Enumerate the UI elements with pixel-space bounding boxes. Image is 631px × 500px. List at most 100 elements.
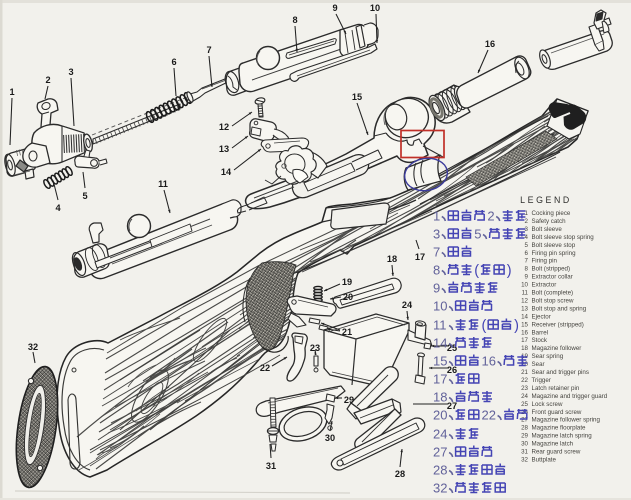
svg-text:(: ( bbox=[474, 263, 479, 279]
svg-text:20: 20 bbox=[343, 292, 353, 302]
svg-text:Bolt sleeve stop spring: Bolt sleeve stop spring bbox=[532, 234, 595, 241]
svg-text:Bolt (stripped): Bolt (stripped) bbox=[532, 266, 571, 273]
svg-text:20: 20 bbox=[433, 408, 447, 423]
svg-text:25: 25 bbox=[447, 343, 457, 353]
svg-text:11: 11 bbox=[158, 179, 168, 189]
svg-text:2: 2 bbox=[45, 75, 50, 85]
svg-text:1: 1 bbox=[9, 87, 14, 97]
svg-text:4: 4 bbox=[525, 234, 529, 241]
svg-text:17: 17 bbox=[415, 252, 425, 262]
svg-text:Magazine latch: Magazine latch bbox=[532, 441, 574, 448]
svg-text:15: 15 bbox=[433, 354, 447, 369]
svg-text:14: 14 bbox=[433, 336, 447, 351]
svg-text:5: 5 bbox=[82, 191, 87, 201]
svg-text:3: 3 bbox=[433, 227, 440, 242]
svg-text:17: 17 bbox=[433, 372, 447, 387]
svg-text:19: 19 bbox=[342, 277, 352, 287]
svg-text:Rear guard screw: Rear guard screw bbox=[532, 449, 581, 456]
svg-text:Extractor collar: Extractor collar bbox=[532, 274, 573, 281]
svg-text:(: ( bbox=[482, 318, 487, 334]
svg-text:27: 27 bbox=[433, 445, 447, 460]
svg-text:): ) bbox=[514, 318, 519, 334]
svg-text:Bolt stop screw: Bolt stop screw bbox=[532, 297, 574, 304]
svg-text:2: 2 bbox=[525, 218, 529, 225]
svg-text:12: 12 bbox=[219, 122, 229, 132]
svg-text:30: 30 bbox=[521, 441, 528, 448]
svg-text:32: 32 bbox=[433, 481, 447, 496]
svg-text:18: 18 bbox=[387, 254, 397, 264]
svg-text:LEGEND: LEGEND bbox=[520, 195, 572, 205]
svg-text:27: 27 bbox=[521, 417, 528, 424]
svg-text:1: 1 bbox=[525, 210, 529, 217]
svg-text:Front guard screw: Front guard screw bbox=[532, 409, 582, 416]
svg-text:30: 30 bbox=[325, 433, 335, 443]
svg-text:16: 16 bbox=[521, 329, 528, 336]
svg-text:5: 5 bbox=[525, 242, 529, 249]
svg-text:6: 6 bbox=[525, 250, 529, 257]
svg-text:3: 3 bbox=[68, 67, 73, 77]
svg-text:31: 31 bbox=[266, 461, 276, 471]
svg-text:15: 15 bbox=[521, 321, 528, 328]
svg-text:22: 22 bbox=[482, 408, 496, 423]
svg-text:Extractor: Extractor bbox=[532, 282, 557, 289]
svg-text:12: 12 bbox=[521, 297, 528, 304]
svg-text:32: 32 bbox=[28, 342, 38, 352]
svg-text:26: 26 bbox=[447, 365, 457, 375]
svg-text:31: 31 bbox=[521, 449, 528, 456]
svg-text:1: 1 bbox=[433, 209, 440, 224]
svg-text:10: 10 bbox=[370, 3, 380, 13]
svg-text:16: 16 bbox=[485, 39, 495, 49]
svg-text:Ejector: Ejector bbox=[532, 313, 551, 320]
svg-text:Sear and trigger pins: Sear and trigger pins bbox=[532, 369, 589, 376]
svg-text:8: 8 bbox=[525, 266, 529, 273]
svg-text:29: 29 bbox=[521, 433, 528, 440]
svg-text:23: 23 bbox=[310, 343, 320, 353]
svg-text:Sear spring: Sear spring bbox=[532, 353, 564, 360]
svg-text:21: 21 bbox=[521, 369, 528, 376]
svg-text:32: 32 bbox=[521, 456, 528, 463]
svg-text:): ) bbox=[507, 263, 512, 279]
svg-text:22: 22 bbox=[521, 377, 528, 384]
svg-text:Lock screw: Lock screw bbox=[532, 401, 563, 408]
svg-text:13: 13 bbox=[521, 305, 528, 312]
svg-text:Bolt (complete): Bolt (complete) bbox=[532, 290, 574, 297]
svg-text:23: 23 bbox=[521, 385, 528, 392]
svg-text:7: 7 bbox=[525, 258, 529, 265]
svg-text:Buttplate: Buttplate bbox=[532, 456, 557, 463]
svg-text:8: 8 bbox=[433, 263, 440, 278]
svg-text:Magazine follower spring: Magazine follower spring bbox=[532, 417, 601, 424]
svg-text:7: 7 bbox=[433, 245, 440, 260]
svg-text:Barrel: Barrel bbox=[532, 329, 549, 336]
svg-text:9: 9 bbox=[525, 274, 529, 281]
svg-text:22: 22 bbox=[260, 363, 270, 373]
svg-text:Magazine and trigger guard: Magazine and trigger guard bbox=[532, 393, 608, 400]
svg-text:Bolt sleeve: Bolt sleeve bbox=[532, 226, 563, 233]
svg-text:Cocking piece: Cocking piece bbox=[532, 210, 571, 217]
svg-text:28: 28 bbox=[395, 469, 405, 479]
svg-text:13: 13 bbox=[219, 144, 229, 154]
svg-text:16: 16 bbox=[482, 354, 496, 369]
svg-text:20: 20 bbox=[521, 361, 528, 368]
svg-text:9: 9 bbox=[332, 3, 337, 13]
svg-text:14: 14 bbox=[521, 313, 528, 320]
svg-text:15: 15 bbox=[352, 92, 362, 102]
svg-text:8: 8 bbox=[292, 15, 297, 25]
svg-text:Trigger: Trigger bbox=[532, 377, 551, 384]
svg-text:2: 2 bbox=[487, 209, 494, 224]
svg-text:24: 24 bbox=[433, 427, 447, 442]
svg-text:Magazine latch spring: Magazine latch spring bbox=[532, 433, 593, 440]
svg-text:24: 24 bbox=[521, 393, 528, 400]
svg-text:Bolt sleeve stop: Bolt sleeve stop bbox=[532, 242, 576, 249]
svg-text:24: 24 bbox=[402, 300, 413, 310]
svg-text:11: 11 bbox=[433, 318, 447, 333]
svg-text:Sear: Sear bbox=[532, 361, 545, 368]
svg-text:Stock: Stock bbox=[532, 337, 548, 344]
svg-text:4: 4 bbox=[55, 203, 61, 213]
svg-text:3: 3 bbox=[525, 226, 529, 233]
svg-text:11: 11 bbox=[522, 290, 529, 297]
svg-text:Firing pin: Firing pin bbox=[532, 258, 558, 265]
svg-text:29: 29 bbox=[344, 395, 354, 405]
svg-text:7: 7 bbox=[206, 45, 211, 55]
svg-text:28: 28 bbox=[521, 425, 528, 432]
svg-text:Firing pin spring: Firing pin spring bbox=[532, 250, 577, 257]
